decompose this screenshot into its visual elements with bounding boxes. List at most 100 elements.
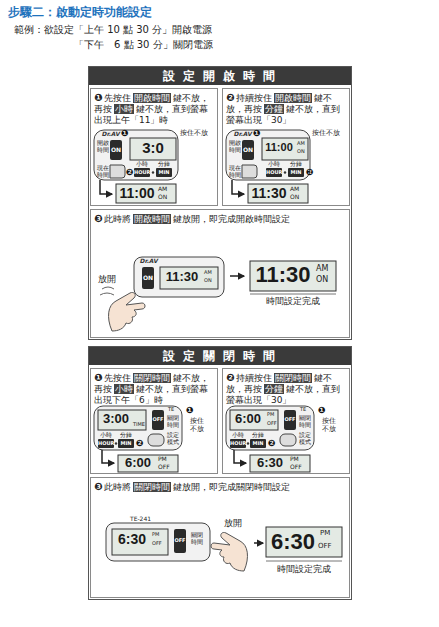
key-name: 關閉時間 [274,373,312,383]
timer-device [94,130,178,203]
example-text: 範例：欲設定「上午 10 點 30 分」開啟電源 [14,24,212,35]
lcd-readout: 11:30 [252,264,314,286]
timer-device [226,130,310,203]
timer-device [226,406,314,472]
key-label: MIN [288,170,304,176]
callout-number: ❷ [136,439,144,449]
label-text: 按住不放 [312,130,340,138]
example-text: 「下午 6 點 30 分」關閉電源 [74,39,213,50]
label-text: TE [300,407,306,413]
label-text: ON [316,276,328,285]
key-name: 分鐘 [264,104,284,114]
panel-frame: 設 定 關 閉 時 間 ❶先按住關閉時間鍵不放，再按小時鍵不放，直到螢幕出現下午「… [88,346,352,600]
step-text: ❷持續按住開啟時間鍵不放，再按分鐘鍵不放，直到螢幕出現「30」 [226,92,346,126]
key-label: OFF [152,417,164,423]
label-text: 分鐘 [156,161,172,168]
label-text: 關閉時間 [190,532,203,545]
label-text: 按住不放 [189,418,205,433]
label-text: AM [290,186,299,193]
label-text: 按住不放 [180,130,208,138]
lcd-readout: 6:00 [231,412,265,425]
lcd-readout: 6:30 [252,456,288,469]
label-text: AM [316,265,328,274]
label-text: PM [320,530,330,538]
label-text: 分鐘 [118,432,134,439]
key-label: ON [242,147,254,154]
label-text: 時間設定完成 [250,297,336,307]
label-text: 開啟時間 [96,140,109,153]
key-name: 開啟時間 [133,93,171,103]
label-text: 小時 [134,161,150,168]
label-text: 時間設定完成 [266,565,342,575]
label-text: 小時 [230,432,246,439]
instruction-text: 鍵放開，即完成關閉時間設定 [173,482,290,492]
label-text: 關閉時間 [298,415,311,428]
label-text: PM [267,412,274,418]
callout-number: ❷ [268,439,276,449]
label-text: 小時 [266,161,282,168]
key-label: OFF [284,417,296,423]
label-text: OFF [267,421,277,427]
label-text: ON [290,194,299,201]
key-name: 小時 [114,104,134,114]
key-label: ON [142,275,154,282]
label-text: 開啟時間 [228,140,241,153]
label-text: 分鐘 [250,432,266,439]
label-text: PM [152,532,159,538]
label-text: OFF [290,464,302,471]
label-text: OFF [152,541,162,547]
lcd-readout: 11:30 [250,186,288,200]
label-text: OFF [158,464,170,471]
page-title: 步驟二：啟動定時功能設定 [8,4,152,21]
brand-logo: Dr.AV [140,258,158,265]
key-label: OFF [174,538,186,544]
release-illustration [106,523,342,571]
label-text: 設定模式 [166,432,179,445]
header-text: 設 定 關 閉 時 間 [163,349,278,363]
label-text: TE [168,407,174,413]
callout-number: ❷ [126,168,134,178]
key-name: 開啟時間 [274,93,312,103]
label-text: AM [204,270,212,276]
label-text: PM [158,456,167,463]
callout-number: ❶ [186,406,194,416]
lcd-readout: 3:0 [130,140,176,155]
callout-number: ❶ [121,129,129,139]
label-text: 設定模式 [298,432,311,445]
label-text: ON [297,149,305,155]
release-illustration [100,257,336,331]
instruction-text: 持續按住 [236,93,272,103]
key-label: HOUR [230,441,246,447]
label-text: 放開 [98,275,116,285]
label-text: OFF [318,543,332,551]
callout-number: ❷ [306,168,314,178]
label-text: 分鐘 [288,161,304,168]
step-text: ❸此時將開啟時間鍵放開，即完成開啟時間設定 [94,213,346,225]
key-label: HOUR [98,441,114,447]
step-text: ❷持續按住關閉時間鍵不放，再按分鐘鍵不放，直到螢幕出現「30」 [226,372,346,406]
step-box: ❸此時將開啟時間鍵放開，即完成開啟時間設定 [90,209,350,338]
label-text: AM [297,141,305,147]
key-label: MIN [250,441,266,447]
key-name: 關閉時間 [133,482,171,492]
header-band: 設 定 開 啟 時 間 [89,67,351,85]
brand-logo: Dr.AV [102,131,120,138]
step-text: ❸此時將關閉時間鍵放開，即完成關閉時間設定 [94,481,346,493]
label-text: 現在時間 [228,165,241,178]
label-text: 現在時間 [96,165,109,178]
header-band: 設 定 關 閉 時 間 [89,347,351,365]
lcd-readout: 11:00 [118,186,156,200]
key-label: ON [110,147,122,154]
label-text: 小時 [98,432,114,439]
step-text: ❶先按住開啟時間鍵不放，再按小時鍵不放，直到螢幕出現上午「11」時 [94,92,214,126]
brand-logo: Dr.AV [234,131,252,138]
step-number: ❶ [94,92,102,103]
label-text: ON [204,278,212,284]
label-text: ON [158,194,167,201]
instruction-text: 此時將 [104,214,131,224]
timer-device [94,406,182,472]
key-name: 開啟時間 [133,214,171,224]
instruction-text: 持續按住 [236,373,272,383]
step-text: ❶先按住關閉時間鍵不放，再按小時鍵不放，直到螢幕出現下午「6」時 [94,372,214,406]
